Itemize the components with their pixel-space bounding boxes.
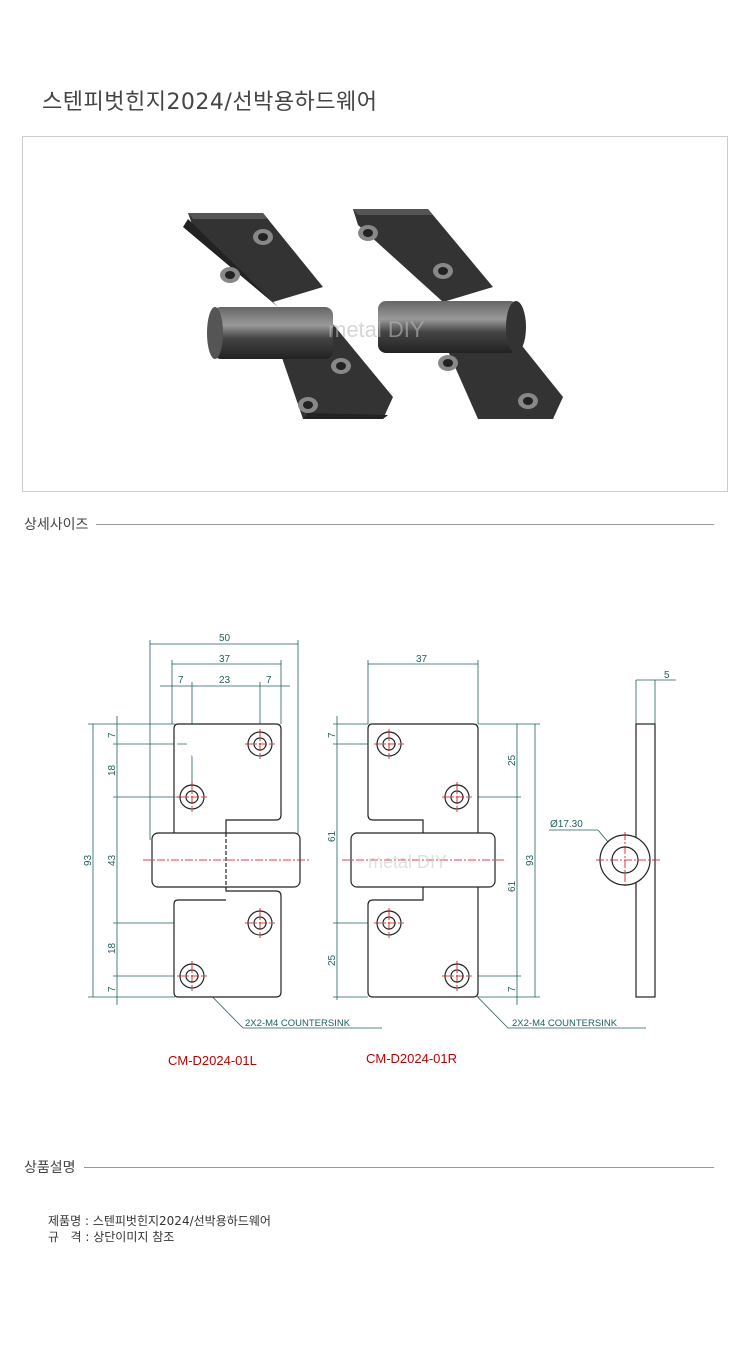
dim-37: 37 [416,654,428,665]
page-title: 스텐피벗힌지2024/선박용하드웨어 [42,90,378,115]
desc-label: 규 격 [48,1230,82,1244]
divider [83,1166,714,1168]
dim-18: 18 [107,942,118,954]
product-description: 제품명 : 스텐피벗힌지2024/선박용하드웨어 규 격 : 상단이미지 참조 [48,1213,271,1245]
desc-value: 스텐피벗힌지2024/선박용하드웨어 [92,1214,271,1228]
dim-7: 7 [266,675,272,686]
hinge-right-render [353,209,563,419]
dim-23: 23 [219,675,231,686]
hinge-render: metal DIY [183,209,563,419]
dimension-labels: 50 37 7 23 7 93 7 18 43 18 7 37 7 61 25 … [83,633,670,1029]
dim-18: 18 [107,764,118,776]
countersink-note-left: 2X2-M4 COUNTERSINK [245,1018,351,1029]
dim-7: 7 [327,732,338,738]
desc-sep: : [81,1230,94,1244]
watermark: metal DIY [328,317,425,342]
desc-value: 상단이미지 참조 [93,1230,175,1244]
center-lines [143,729,660,991]
dim-61: 61 [327,830,338,842]
hinge-left-render [183,213,393,419]
section-title: 상품설명 [24,1160,76,1176]
hinge-left-drawing [151,723,301,998]
section-title: 상세사이즈 [24,517,89,533]
dim-61: 61 [507,880,518,892]
dim-5: 5 [664,670,670,681]
model-left-label: CM-D2024-01L [168,1053,257,1068]
section-header-size: 상세사이즈 [24,514,714,534]
countersink-note-right: 2X2-M4 COUNTERSINK [512,1018,618,1029]
desc-row-spec: 규 격 : 상단이미지 참조 [48,1229,271,1245]
section-header-description: 상품설명 [24,1157,714,1177]
model-right-label: CM-D2024-01R [366,1051,457,1066]
desc-row-name: 제품명 : 스텐피벗힌지2024/선박용하드웨어 [48,1213,271,1229]
dim-7: 7 [178,675,184,686]
desc-sep: : [81,1214,93,1228]
dim-93: 93 [83,854,94,866]
product-photo: metal DIY [22,136,728,492]
dim-25: 25 [507,754,518,766]
dim-25: 25 [327,954,338,966]
dim-50: 50 [219,633,231,644]
divider [96,523,714,525]
dim-7: 7 [107,986,118,992]
dim-diameter: Ø17.30 [550,819,583,830]
desc-label: 제품명 [48,1214,82,1228]
dim-93: 93 [525,854,536,866]
watermark: metal DIY [368,852,447,872]
dim-37: 37 [219,654,231,665]
dim-7: 7 [507,986,518,992]
technical-drawing: 50 37 7 23 7 93 7 18 43 18 7 37 7 61 25 … [0,600,750,1084]
dim-7: 7 [107,732,118,738]
hinge-side-drawing [599,723,656,998]
dim-43: 43 [107,854,118,866]
